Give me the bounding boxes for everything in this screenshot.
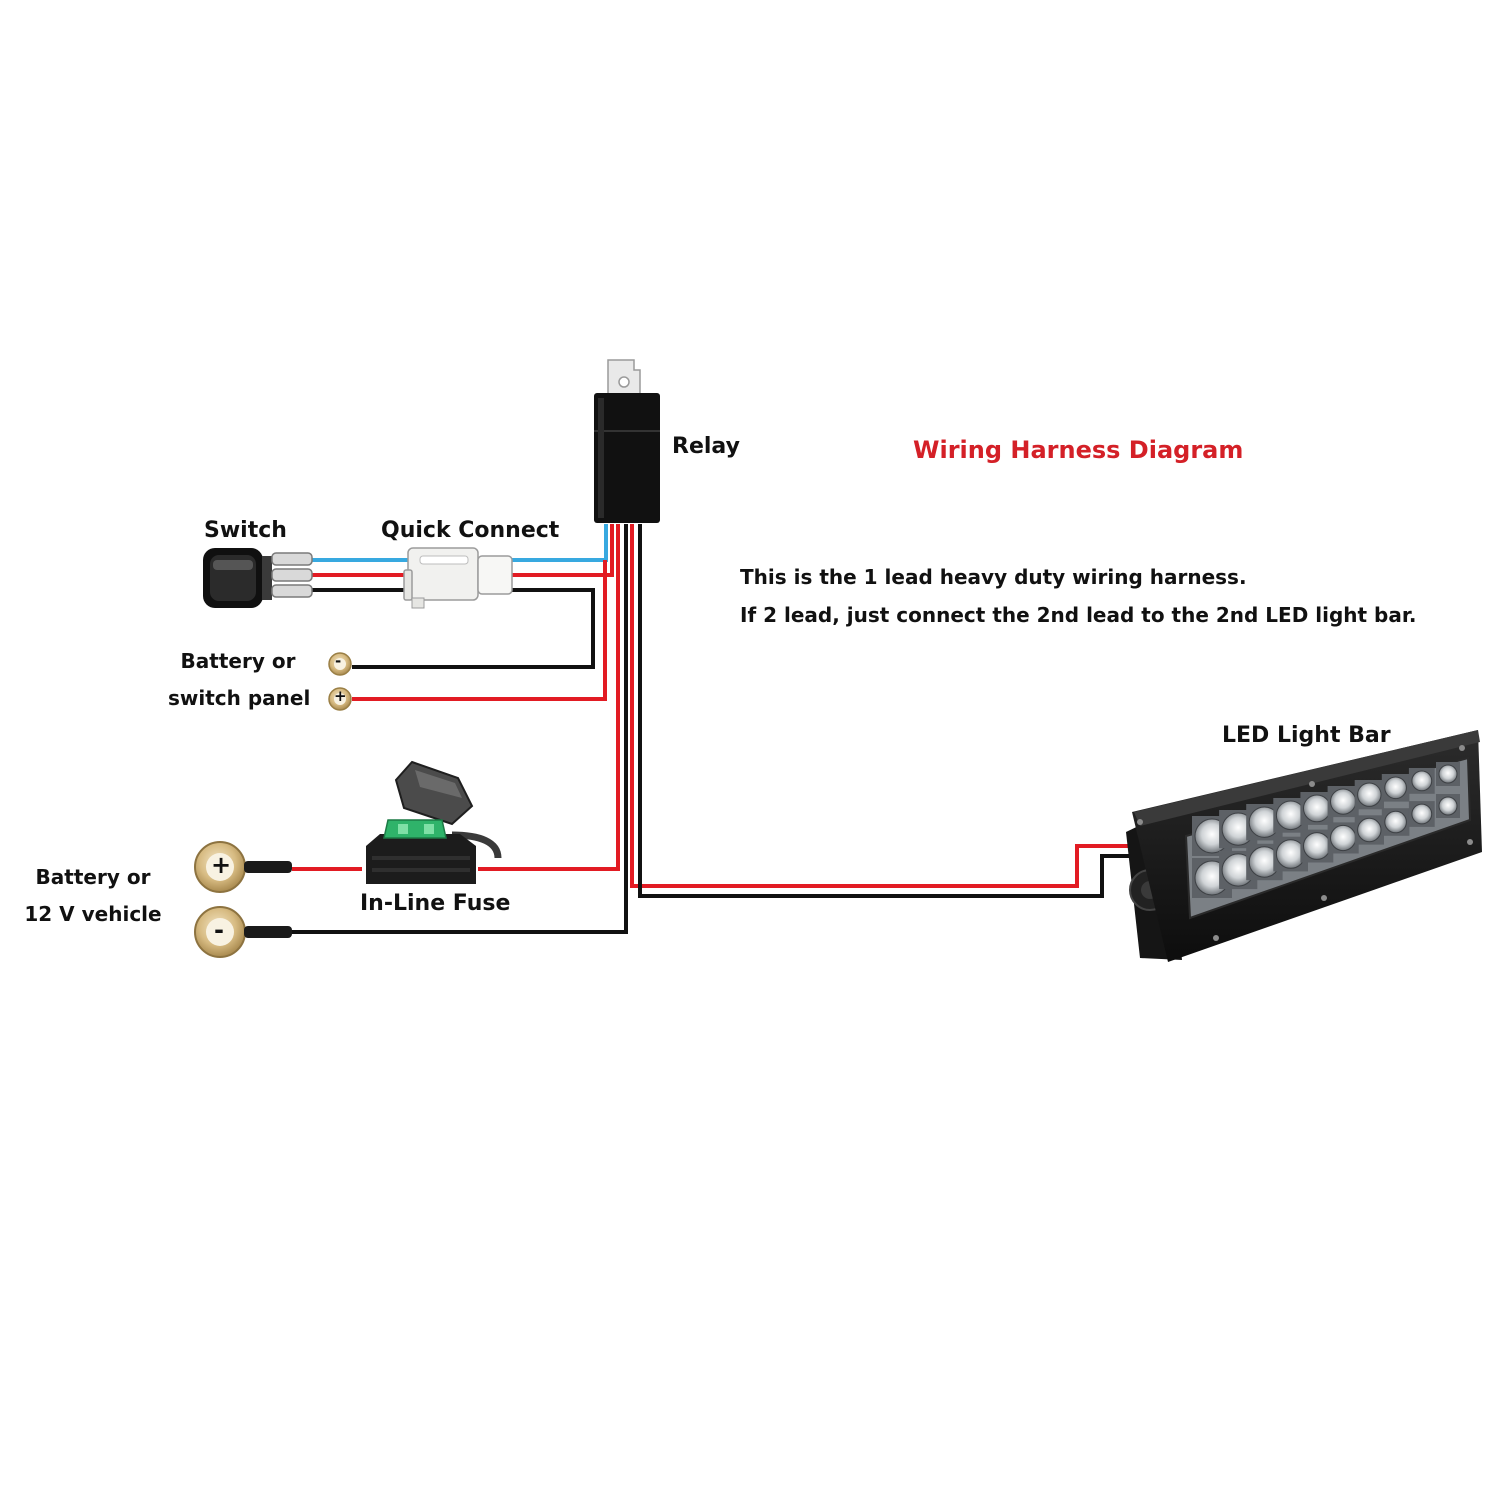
battery-positive-sign: + [211,851,232,879]
wire-red-switch-panel [352,560,607,701]
in-line-fuse-label: In-Line Fuse [360,891,511,916]
note-line-1: This is the 1 lead heavy duty wiring har… [740,565,1247,589]
panel-negative-sign: - [335,652,342,670]
quick-connect-body-right [477,555,513,595]
quick-connect [403,547,513,609]
fuse-cap [394,760,474,826]
battery-label-line-2: 12 V vehicle [24,902,162,926]
switch-terminals [271,552,313,598]
led-lamp [1384,776,1407,800]
led-array [1192,762,1460,898]
led-lamp [1330,788,1357,815]
relay-body [594,393,660,523]
led-lamp [1303,794,1331,823]
quick-connect-label: Quick Connect [381,518,560,543]
led-lamp [1384,810,1407,834]
switch-panel-label-line-2: switch panel [168,686,311,710]
diagram-title: Wiring Harness Diagram [913,436,1244,464]
battery-negative-sign: - [214,916,224,944]
battery-label-line-1: Battery or [35,865,151,889]
wire-black-relay-lightbar [638,524,1133,898]
battery-terminals [194,841,292,958]
switch-panel-terminals [328,652,352,711]
led-lamp [1411,770,1433,792]
note-line-2: If 2 lead, just connect the 2nd lead to … [740,603,1417,627]
fuse-blade-green [383,819,447,839]
led-lamp [1438,764,1458,784]
wire-red-relay-fuse [478,524,620,871]
wire-black-relay-battery [292,524,628,934]
led-light-bar [1126,730,1482,962]
relay [594,359,660,523]
led-lamp [1303,832,1331,860]
led-lamp [1411,803,1433,825]
led-lamp [1330,824,1357,852]
wire-red-switch-quickconnect [312,524,614,577]
rocker-switch [203,548,313,608]
in-line-fuse [366,760,502,884]
switch-label: Switch [204,518,287,543]
panel-positive-sign: + [334,687,347,705]
wire-red-relay-lightbar [630,524,1133,888]
led-lamp [1357,817,1382,843]
led-lamp [1357,782,1382,807]
wire-black-switch-quickconnect [312,588,595,669]
wires [292,524,1133,934]
led-light-bar-label: LED Light Bar [1222,723,1391,748]
led-lamp [1438,796,1458,816]
relay-label: Relay [672,434,740,459]
switch-panel-label-line-1: Battery or [180,649,296,673]
